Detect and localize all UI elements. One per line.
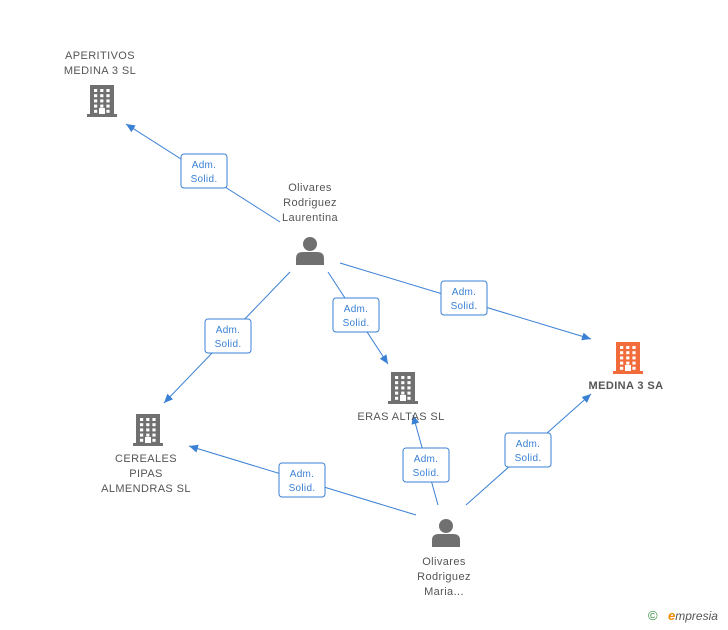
company-node[interactable]: APERITIVOS MEDINA 3 SL (64, 50, 136, 117)
relation-label-box (204, 318, 252, 354)
relation-edge: Adm. Solid. (125, 123, 281, 223)
company-node[interactable]: ERAS ALTAS SL (357, 372, 444, 423)
brand-logo[interactable]: empresia (668, 608, 718, 623)
copyright-symbol: © (648, 608, 658, 623)
relation-label-box (332, 297, 380, 333)
relation-edge: Adm. Solid. (465, 393, 592, 506)
relation-label-box (180, 153, 228, 189)
relation-edge: Adm. Solid. (327, 271, 389, 365)
relation-label[interactable]: Adm. Solid. (204, 318, 252, 354)
relation-label-text: Adm. (516, 439, 541, 450)
node-label: MEDINA 3 SL (64, 65, 136, 77)
relation-label-text: Adm. (192, 160, 217, 171)
node-label: Olivares (422, 556, 466, 568)
relation-label-text: Solid. (515, 453, 542, 464)
relation-label-text: Adm. (414, 454, 439, 465)
relation-label[interactable]: Adm. Solid. (402, 447, 450, 483)
main-company-node[interactable]: MEDINA 3 SA (589, 342, 664, 392)
relation-edge: Adm. Solid. (402, 414, 450, 506)
relation-edge: Adm. Solid. (163, 271, 291, 404)
relation-label-text: Solid. (343, 318, 370, 329)
relation-label-text: Adm. (344, 304, 369, 315)
relation-label-text: Solid. (451, 301, 478, 312)
node-label: PIPAS (129, 468, 163, 480)
relation-label[interactable]: Adm. Solid. (440, 280, 488, 316)
relation-label-box (278, 462, 326, 498)
node-label: Rodriguez (417, 571, 471, 583)
node-label: Rodriguez (283, 197, 337, 209)
building-icon (613, 342, 643, 374)
relation-label-text: Solid. (191, 174, 218, 185)
relation-label-box (504, 432, 552, 468)
relation-label-box (440, 280, 488, 316)
brand-logo-rest: mpresia (675, 609, 718, 623)
node-label: MEDINA 3 SA (589, 380, 664, 392)
building-icon (388, 372, 418, 404)
relation-label-text: Solid. (413, 468, 440, 479)
relation-label[interactable]: Adm. Solid. (332, 297, 380, 333)
relation-label-box (402, 447, 450, 483)
person-icon (432, 519, 460, 547)
node-label: ERAS ALTAS SL (357, 411, 444, 423)
relation-edge: Adm. Solid. (188, 444, 417, 516)
relation-edge: Adm. Solid. (339, 262, 592, 341)
node-label: ALMENDRAS SL (101, 483, 191, 495)
person-icon (296, 237, 324, 265)
brand-logo-initial: e (668, 608, 676, 623)
relation-label[interactable]: Adm. Solid. (180, 153, 228, 189)
node-label: Olivares (288, 182, 332, 194)
relation-label-text: Adm. (290, 469, 315, 480)
node-label: APERITIVOS (65, 50, 135, 62)
node-label: Laurentina (282, 212, 338, 224)
node-label: Maria... (424, 586, 464, 598)
relation-label[interactable]: Adm. Solid. (504, 432, 552, 468)
relation-label-text: Adm. (216, 325, 241, 336)
building-icon (133, 414, 163, 446)
person-node[interactable]: OlivaresRodriguezMaria... (417, 519, 471, 598)
node-label: CEREALES (115, 453, 177, 465)
relation-label-text: Solid. (289, 483, 316, 494)
building-icon (87, 85, 117, 117)
relation-label-text: Adm. (452, 287, 477, 298)
company-node[interactable]: CEREALES PIPAS ALMENDRAS SL (101, 414, 191, 495)
relation-label[interactable]: Adm. Solid. (278, 462, 326, 498)
relation-label-text: Solid. (215, 339, 242, 350)
